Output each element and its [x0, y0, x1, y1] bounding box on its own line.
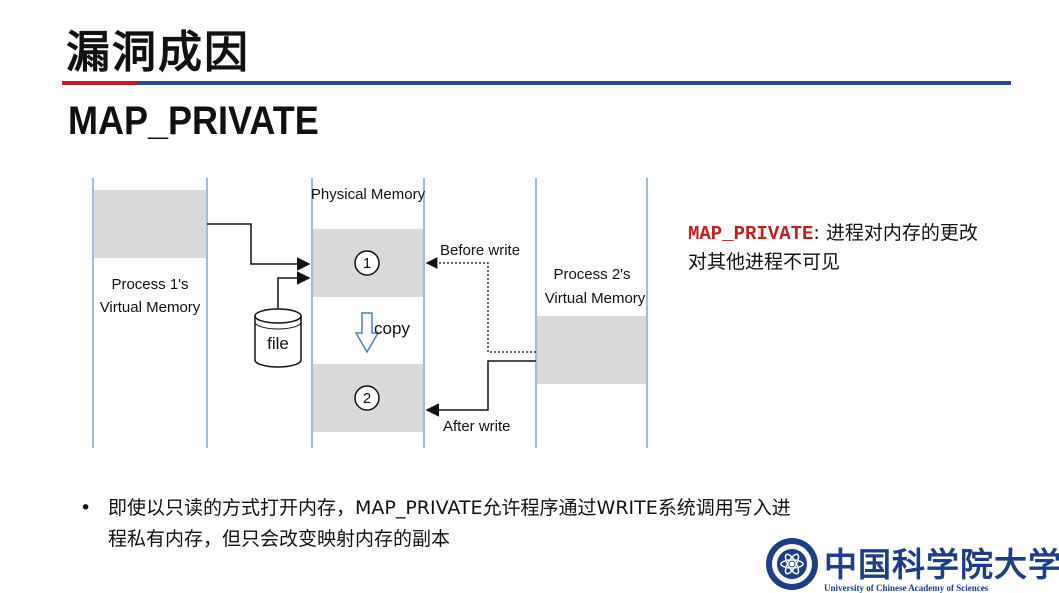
process2-label-line2: Virtual Memory [545, 290, 646, 307]
file-to-physical-arrow [277, 271, 311, 309]
process1-label-line1: Process 1's [111, 276, 188, 293]
after-write-label: After write [443, 418, 511, 435]
university-name-cn: 中国科学院大学 [824, 545, 1059, 584]
page-1-number: 1 [363, 255, 371, 272]
bullet-text: 即使以只读的方式打开内存，MAP_PRIVATE允许程序通过WRITE系统调用写… [108, 497, 791, 550]
university-emblem-icon [766, 538, 818, 590]
process2-label-line1: Process 2's [553, 266, 630, 283]
bullet-marker: • [80, 497, 92, 519]
university-name-en: University of Chinese Academy of Science… [824, 583, 989, 593]
file-cylinder-icon [254, 308, 302, 368]
copy-label: copy [374, 319, 410, 338]
file-label: file [267, 334, 289, 353]
after-write-arrow [425, 360, 536, 417]
process1-to-physical-arrow [207, 223, 311, 271]
map-private-note: MAP_PRIVATE: 进程对内存的更改对其他进程不可见 [688, 219, 988, 276]
physical-memory-label: Physical Memory [311, 186, 426, 203]
process2-mapped-page [537, 316, 646, 384]
note-keyword: MAP_PRIVATE [688, 223, 814, 245]
university-logo: 中国科学院大学 University of Chinese Academy of… [764, 536, 1059, 593]
page-2-number: 2 [363, 390, 371, 407]
before-write-arrow [425, 257, 536, 353]
page-title: 漏洞成因 [66, 27, 250, 78]
process1-label-line2: Virtual Memory [100, 299, 201, 316]
note-text: : 进程对内存的更改对其他进程不可见 [688, 222, 978, 273]
page-2-circle [354, 385, 380, 411]
copy-arrow-icon [354, 312, 380, 354]
title-underline-blue [137, 81, 1011, 85]
before-write-label: Before write [440, 242, 520, 259]
page-subtitle: MAP_PRIVATE [68, 99, 319, 143]
page-1-circle [354, 250, 380, 276]
title-underline-red [62, 81, 137, 85]
process1-mapped-page [94, 190, 206, 258]
